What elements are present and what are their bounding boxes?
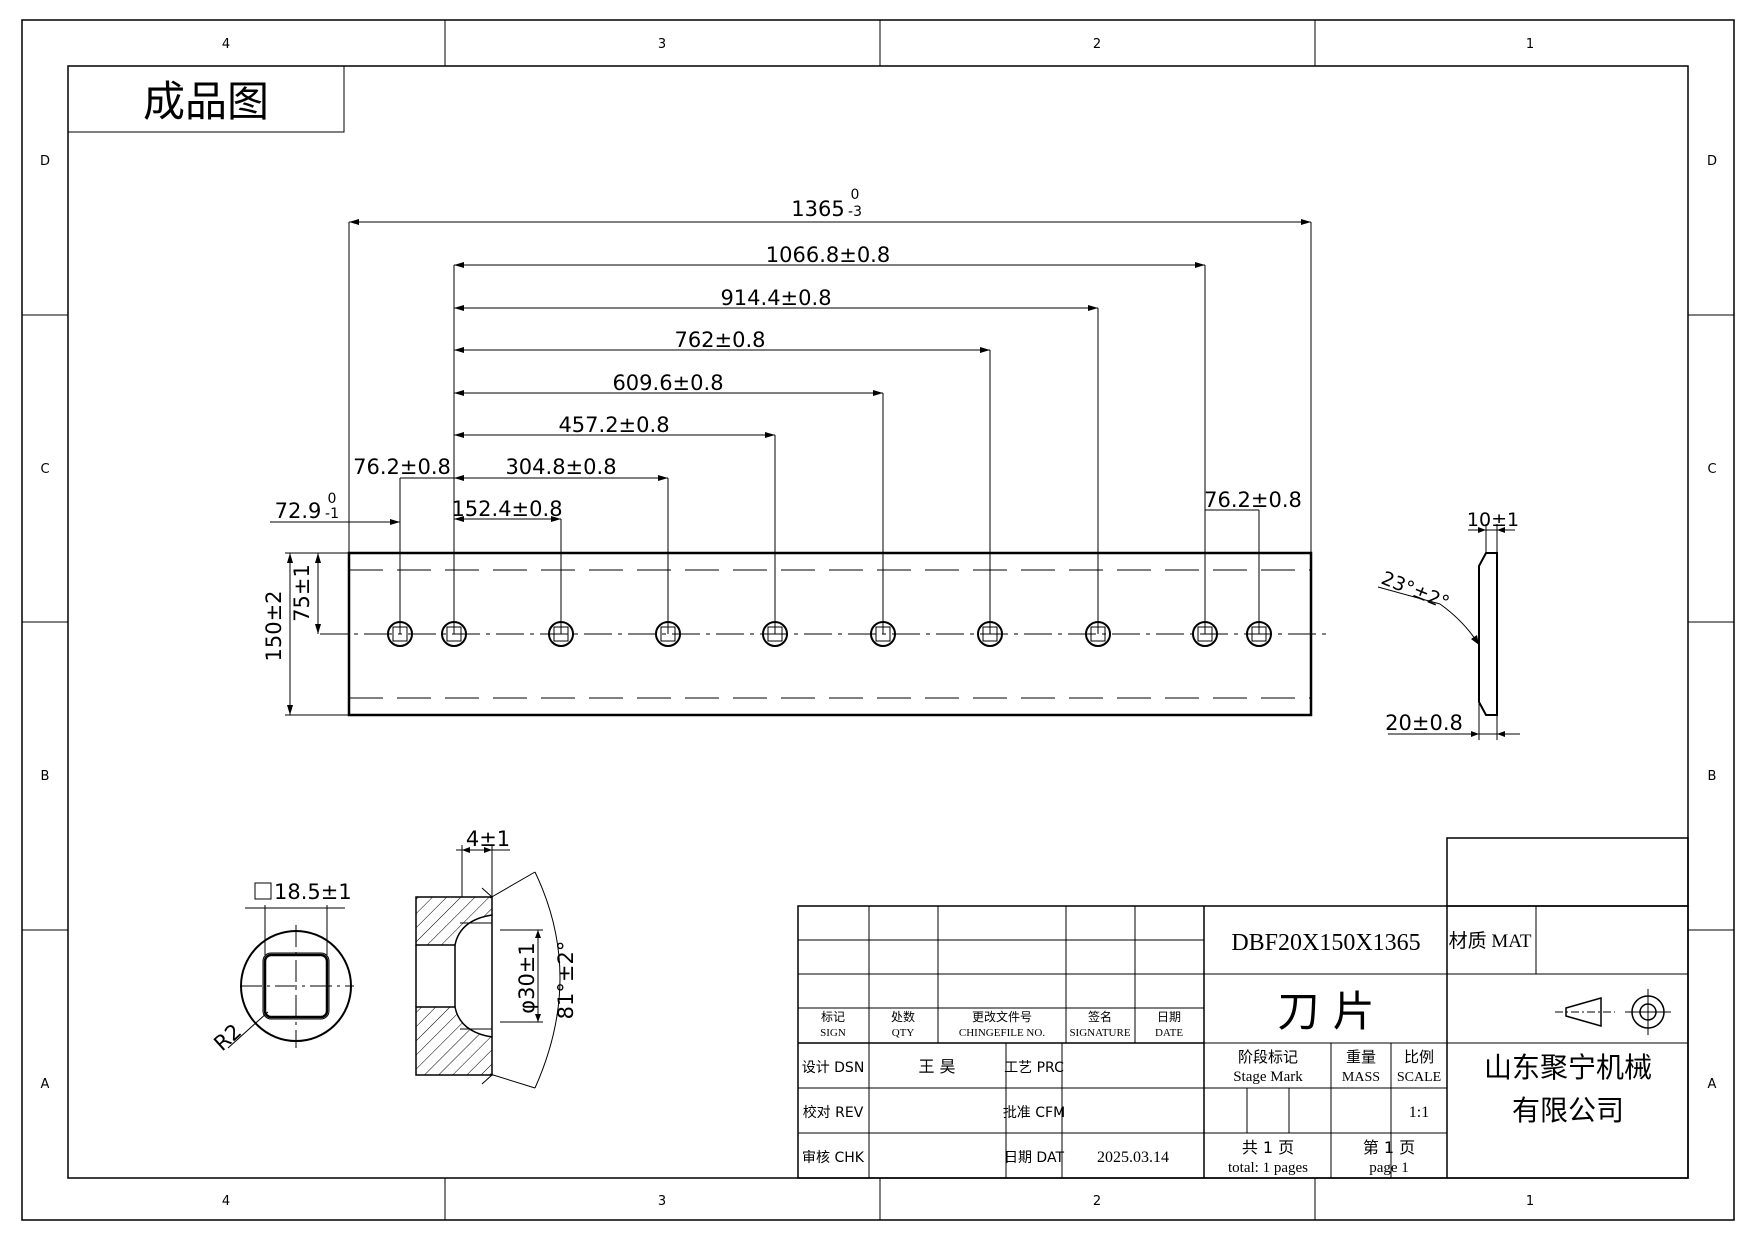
date-label: 日期 DAT — [1004, 1150, 1064, 1166]
dim-width: 150±2 — [262, 590, 286, 661]
dim-radius: R2 — [209, 1019, 246, 1056]
dim-914-4: 914.4±0.8 — [720, 286, 831, 310]
zone-bottom-1: 1 — [1526, 1194, 1534, 1209]
projection-symbol-icon — [1555, 989, 1671, 1035]
header-change: 更改文件号 — [972, 1009, 1032, 1024]
company-name-line1: 山东聚宁机械 — [1484, 1051, 1652, 1084]
review-label: 校对 REV — [803, 1104, 864, 1121]
part-number: DBF20X150X1365 — [1231, 930, 1420, 956]
header-sign: 签名 — [1088, 1009, 1112, 1024]
dimension-lines — [270, 221, 1311, 716]
header-mark: 标记 — [821, 1010, 845, 1024]
square-symbol — [254, 882, 272, 900]
extension-lines — [348, 222, 1312, 634]
dim-half-width: 75±1 — [290, 564, 314, 622]
material-label: 材质 MAT — [1449, 930, 1532, 952]
scale-label-en: SCALE — [1397, 1070, 1441, 1085]
dim-762: 762±0.8 — [674, 328, 765, 352]
mass-label-en: MASS — [1342, 1070, 1380, 1085]
dim-304-8: 304.8±0.8 — [505, 455, 616, 479]
header-qty-en: QTY — [892, 1027, 915, 1039]
check-label: 审核 CHK — [802, 1150, 865, 1166]
section-top-hatch — [415, 896, 493, 946]
header-date-en: DATE — [1155, 1027, 1183, 1039]
zone-bottom-3: 3 — [658, 1194, 666, 1209]
zone-right-d: D — [1707, 154, 1717, 169]
part-name: 刀 片 — [1277, 987, 1374, 1036]
dim-countersink-angle: 81°±2° — [554, 941, 578, 1020]
dimension-arrows — [287, 219, 1311, 715]
process-label: 工艺 PRC — [1004, 1060, 1064, 1076]
dim-overall-tol-upper: 0 — [851, 187, 860, 203]
total-pages-en: total: 1 pages — [1228, 1160, 1308, 1176]
zone-bottom-2: 2 — [1093, 1194, 1101, 1209]
dim-152-4: 152.4±0.8 — [451, 497, 562, 521]
zone-left-b: B — [41, 769, 50, 784]
zone-right-a: A — [1708, 1077, 1717, 1092]
zone-left-d: D — [40, 154, 50, 169]
zone-right-b: B — [1708, 769, 1717, 784]
dim-609-6: 609.6±0.8 — [612, 371, 723, 395]
zone-top-4: 4 — [222, 37, 230, 52]
dimension-texts: 1365 0 -3 1066.8±0.8 914.4±0.8 762±0.8 6… — [262, 187, 1302, 662]
scale-label: 比例 — [1404, 1048, 1434, 1066]
stage-label-en: Stage Mark — [1233, 1069, 1303, 1085]
total-pages: 共 1 页 — [1242, 1138, 1294, 1157]
page-number-en: page 1 — [1369, 1160, 1409, 1176]
header-mark-en: SIGN — [820, 1027, 846, 1039]
page-number: 第 1 页 — [1363, 1138, 1415, 1157]
side-view: 10±1 23°±2° 20±0.8 — [1377, 509, 1520, 740]
side-profile — [1478, 552, 1498, 716]
view-title: 成品图 — [143, 77, 269, 126]
dim-counterbore-diameter: φ30±1 — [515, 942, 539, 1014]
section-bottom-hatch — [415, 1006, 493, 1076]
dim-72-9-tol-upper: 0 — [328, 491, 337, 507]
zone-top-3: 3 — [658, 37, 666, 52]
dim-square: 18.5±1 — [274, 880, 352, 904]
title-block-texts: DBF20X150X1365 材质 MAT 刀 片 山东聚宁机械 有限公司 标记… — [802, 930, 1652, 1176]
header-date: 日期 — [1157, 1010, 1181, 1024]
dim-76-2-right: 76.2±0.8 — [1204, 488, 1302, 512]
header-sign-en: SIGNATURE — [1069, 1027, 1130, 1039]
zone-top-1: 1 — [1526, 37, 1534, 52]
view-title-box — [67, 65, 345, 133]
company-name-line2: 有限公司 — [1512, 1094, 1624, 1127]
title-block — [797, 837, 1689, 1179]
design-label: 设计 DSN — [802, 1060, 865, 1076]
header-change-en: CHINGEFILE NO. — [959, 1027, 1045, 1039]
dim-72-9-tol-lower: -1 — [325, 506, 339, 522]
mass-label: 重量 — [1346, 1048, 1376, 1066]
dim-counterbore-depth: 4±1 — [466, 827, 510, 851]
dim-72-9: 72.9 — [275, 499, 322, 523]
main-view: 1365 0 -3 1066.8±0.8 914.4±0.8 762±0.8 6… — [262, 187, 1330, 717]
approve-label: 批准 CFM — [1003, 1105, 1065, 1121]
dim-overall-tol-lower: -3 — [848, 204, 862, 220]
dim-thickness: 10±1 — [1467, 509, 1519, 531]
hole-detail: 18.5±1 R2 — [209, 880, 354, 1056]
stage-label: 阶段标记 — [1238, 1048, 1298, 1066]
dim-457-2: 457.2±0.8 — [558, 413, 669, 437]
section-view: 4±1 φ30±1 81°±2° — [415, 827, 578, 1089]
zone-right-c: C — [1707, 462, 1716, 477]
zone-top-2: 2 — [1093, 37, 1101, 52]
dim-1066-8: 1066.8±0.8 — [766, 243, 890, 267]
zone-left-c: C — [40, 462, 49, 477]
header-qty: 处数 — [891, 1009, 915, 1024]
dim-overall-length: 1365 — [791, 197, 844, 221]
designer-name: 王 昊 — [918, 1057, 955, 1076]
scale-value: 1:1 — [1409, 1104, 1429, 1121]
zone-left-a: A — [41, 1077, 50, 1092]
date-value: 2025.03.14 — [1097, 1149, 1169, 1166]
zone-labels: 4 3 2 1 4 3 2 1 D C B A D C B A — [40, 37, 1717, 1209]
dim-bevel-angle: 23°±2° — [1378, 567, 1452, 614]
dim-76-2-left: 76.2±0.8 — [353, 455, 451, 479]
zone-bottom-4: 4 — [222, 1194, 230, 1209]
dim-bevel-length: 20±0.8 — [1385, 711, 1463, 735]
